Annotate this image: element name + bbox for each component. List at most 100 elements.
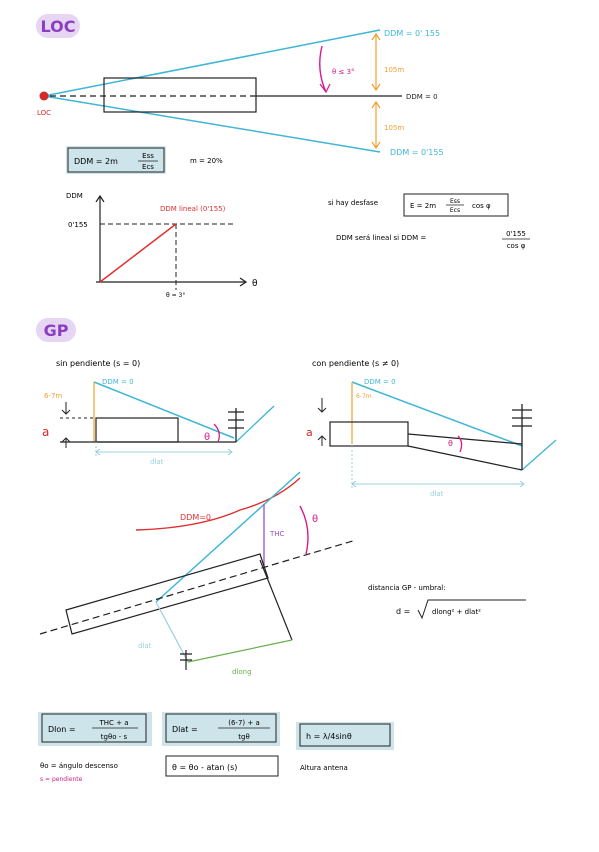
gp-left-theta: θ — [204, 432, 210, 443]
loc-angle-arc — [319, 45, 327, 93]
gp-left-angle-arc — [213, 423, 220, 443]
loc-note-frac-num: 0'155 — [506, 230, 526, 238]
loc-graph-ylabel: DDM — [66, 192, 83, 200]
gp-right-down-arrow — [317, 398, 327, 413]
gp-dist-sqrt — [417, 599, 526, 620]
loc-dist-bottom-heads — [371, 100, 381, 150]
loc-formula-num: Ess — [142, 152, 154, 160]
gp-big-dlong: dlong — [232, 668, 252, 676]
h-box — [299, 723, 391, 747]
gp-left-reflection — [235, 405, 275, 443]
gp-big-ddm: DDM=0 — [180, 513, 211, 522]
gp-right-a: a — [306, 426, 313, 439]
loc-note-line2: DDM será lineal si DDM = — [336, 234, 426, 242]
gp-big-antenna-icon — [180, 650, 192, 670]
loc-note-den: Ecs — [450, 207, 460, 214]
loc-graph-xtick: θ = 3° — [166, 292, 185, 299]
dlon-box — [41, 713, 147, 743]
gp-big-runway — [65, 553, 269, 635]
gp-title-pill — [36, 318, 76, 342]
gp-left-up-arrow — [61, 437, 71, 448]
gp-title: GP — [44, 321, 69, 340]
loc-ddm-bottom: DDM = 0'155 — [390, 148, 444, 157]
gp-right-slope-top — [407, 433, 523, 445]
loc-graph-xlabel: θ — [252, 279, 258, 289]
loc-note-num: Ess — [450, 198, 460, 205]
gp-right-title: con pendiente (s ≠ 0) — [312, 359, 399, 368]
loc-section: LOC LOC θ ≤ 3° 105m 105m DDM = 0' 155 DD… — [36, 14, 530, 299]
loc-ddm-top: DDM = 0' 155 — [384, 29, 440, 38]
gp-big-dlong-line — [187, 639, 293, 663]
loc-cone-bottom — [43, 95, 381, 153]
gp-left-dlat: dlat — [150, 458, 164, 466]
dlat-highlight — [162, 712, 280, 746]
gp-left-glide-path — [93, 381, 235, 439]
loc-formula-den: Ecs — [142, 163, 154, 171]
gp-right-reflection — [521, 439, 557, 471]
loc-dist-bottom: 105m — [384, 124, 404, 132]
theta0-def: θo = ángulo descenso — [40, 762, 118, 770]
gp-big-runway-edge — [259, 559, 293, 641]
gp-right-dlat: dlat — [430, 490, 444, 498]
loc-formula-lhs: DDM = 2m — [74, 157, 118, 166]
gp-right-glide-path — [351, 381, 523, 447]
s-def: s = pendiente — [40, 776, 83, 783]
dlon-highlight — [38, 712, 152, 746]
gp-left-title: sin pendiente (s = 0) — [56, 359, 140, 368]
gp-right-runway — [329, 421, 409, 447]
loc-cone-top — [43, 29, 381, 97]
loc-antenna-dot — [39, 91, 49, 101]
gp-big-angle-arc — [299, 505, 309, 555]
loc-graph-ytick: 0'155 — [68, 221, 88, 229]
gp-left-runway — [95, 417, 179, 443]
gp-left-antenna-icon — [228, 411, 244, 429]
theta-formula: θ = θo - atan (s) — [172, 763, 237, 772]
gp-right-height: 6-7m — [356, 393, 372, 400]
loc-ddm-zero: DDM = 0 — [406, 93, 438, 101]
gp-left-a: a — [42, 425, 49, 439]
loc-note-cos: cos φ — [472, 202, 491, 210]
loc-note-frac-den: cos φ — [507, 242, 526, 250]
gp-big-dlat-line — [155, 601, 189, 663]
gp-big-theta: θ — [312, 514, 318, 525]
loc-angle-arrow — [319, 83, 331, 94]
dlat-den: tgθ — [238, 733, 249, 741]
loc-m-value: m = 20% — [190, 157, 223, 165]
gp-left-ddm-zero: DDM = 0 — [102, 378, 134, 386]
loc-formula-box — [67, 147, 165, 173]
antenna-label: Altura antena — [300, 764, 348, 772]
loc-graph-axis-heads — [95, 194, 248, 287]
loc-note-formula: E = 2m — [410, 202, 436, 210]
dlon-den: tgθo - s — [101, 733, 128, 741]
gp-dist-lhs: d = — [396, 607, 410, 616]
gp-right-theta: θ — [448, 439, 453, 448]
gp-big-thc: THC — [269, 530, 285, 538]
dlon-lhs: Dlon = — [48, 725, 76, 734]
gp-left-height: 6-7m — [44, 392, 62, 400]
gp-right-antenna-icon — [512, 409, 532, 427]
loc-graph-series-line — [99, 223, 177, 283]
gp-right-slope-bottom — [407, 445, 523, 471]
gp-right-ddm-zero: DDM = 0 — [364, 378, 396, 386]
bottom-formulas: Dlon = THC + a tgθo - s Dlat = (6-7) + a… — [38, 712, 394, 783]
gp-big-dlat: dlat — [138, 642, 152, 650]
loc-title: LOC — [41, 17, 76, 36]
dlat-box — [165, 713, 277, 743]
loc-dist-top: 105m — [384, 66, 404, 74]
loc-graph-series-label: DDM lineal (0'155) — [160, 205, 226, 213]
loc-note-line1: si hay desfase — [328, 199, 378, 207]
gp-dist-rad: dlong² + dlat² — [432, 608, 481, 616]
gp-big-glide-path — [155, 471, 301, 603]
gp-right-up-arrow — [317, 435, 327, 446]
loc-angle-label: θ ≤ 3° — [332, 68, 355, 76]
gp-big-centerline — [39, 539, 357, 635]
loc-formula-highlight — [66, 146, 166, 174]
gp-section: GP sin pendiente (s = 0) DDM = 0 6-7m a … — [36, 318, 557, 676]
gp-big-ddm-curve — [135, 477, 301, 531]
theta-box — [165, 755, 279, 777]
h-formula: h = λ/4sinθ — [306, 732, 352, 741]
loc-note-box — [403, 193, 509, 217]
gp-dist-title: distancia GP - umbral: — [368, 584, 446, 592]
